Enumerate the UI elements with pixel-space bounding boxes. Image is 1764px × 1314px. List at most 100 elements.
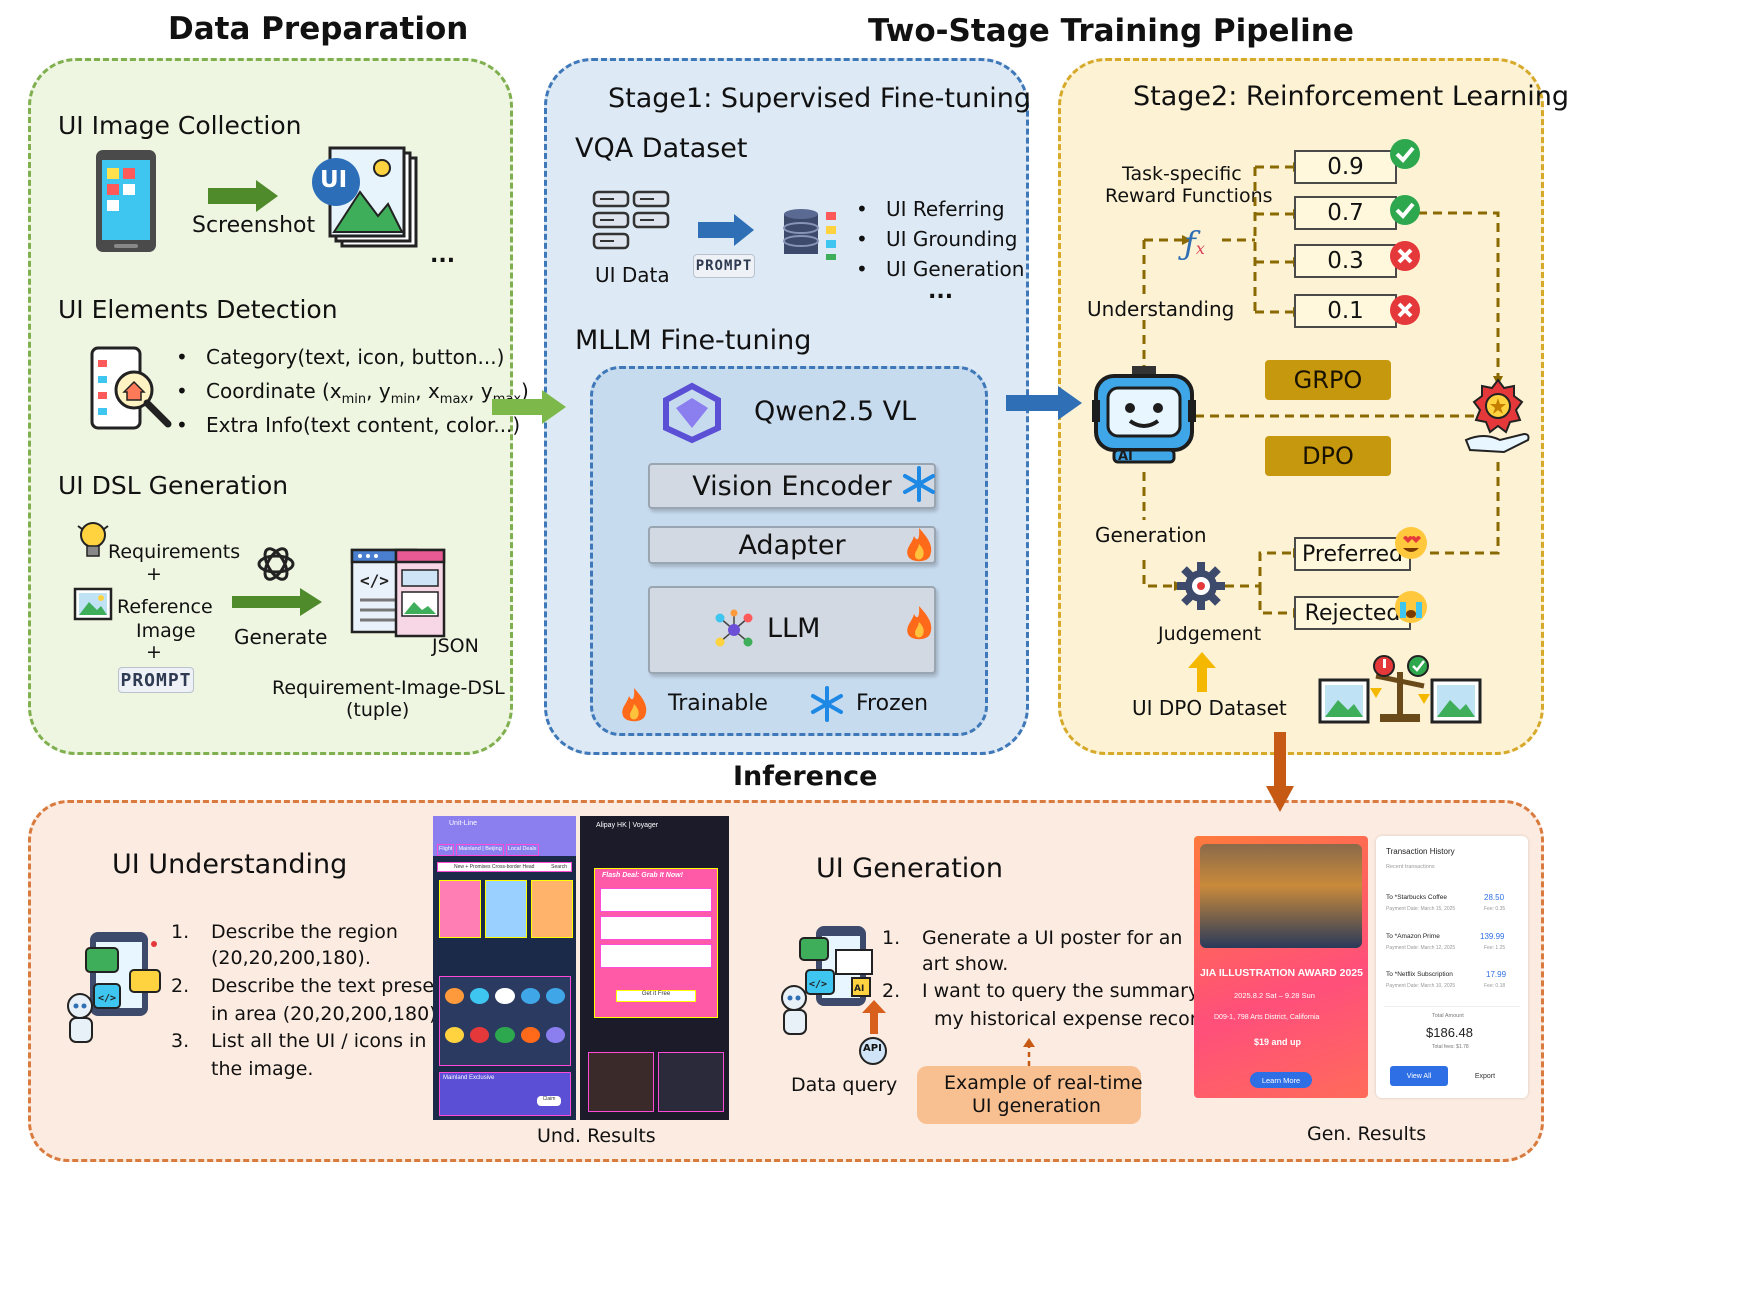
- gen-item-1-line2: art show.: [922, 953, 1009, 975]
- reward-function-icon: ƒx: [1184, 224, 1205, 262]
- und-result-screen-left: Unit-Line Flight Mainland | Beijing Loca…: [433, 816, 576, 1120]
- ui-generation-title: UI Generation: [816, 853, 1003, 884]
- ui-image-collection-title: UI Image Collection: [58, 111, 302, 140]
- plus-2: +: [146, 641, 162, 663]
- deal-item[interactable]: [600, 888, 712, 912]
- screen-search[interactable]: New + Promises Cross-border Head Search: [437, 862, 572, 872]
- txn-row-to: To *Starbucks Coffee: [1386, 894, 1447, 901]
- code-json-icon: </>: [350, 548, 446, 638]
- txn-row-fee: Fee: 1.25: [1484, 945, 1506, 951]
- vision-encoder-module: Vision Encoder: [648, 463, 936, 509]
- generation-label: Generation: [1095, 523, 1207, 547]
- understanding-phone-icon: </>: [67, 932, 161, 1043]
- total-fees: Total fees: $1.78: [1432, 1044, 1469, 1050]
- txn-row-amount: 17.99: [1486, 970, 1507, 979]
- gen-item-2-line2: my historical expense records.: [934, 1008, 1226, 1030]
- app-icon[interactable]: [545, 1027, 565, 1043]
- ui-badge: UI: [320, 167, 348, 193]
- txn-row-to: To *Amazon Prime: [1386, 933, 1440, 940]
- svg-text:</>: </>: [360, 571, 389, 590]
- task-ui-generation: UI Generation: [886, 257, 1025, 281]
- app-icon[interactable]: [445, 1027, 465, 1043]
- und-result-screen-right: Alipay HK | Voyager Flash Deal: Grab It …: [580, 816, 729, 1120]
- poster-address: D09-1, 798 Arts District, California: [1214, 1014, 1320, 1021]
- image-label: Image: [136, 620, 196, 642]
- ui-dpo-dataset-label: UI DPO Dataset: [1132, 696, 1287, 720]
- detection-category: Category(text, icon, button...): [206, 345, 505, 369]
- screenshot-arrow: [208, 180, 278, 212]
- txn-row-amount: 28.50: [1484, 893, 1505, 902]
- und-item-3-line1: List all the UI / icons in: [211, 1030, 427, 1052]
- txn-row-date: Payment Date: March 15, 2025: [1386, 906, 1456, 912]
- example-line1: Example of real-time: [944, 1072, 1143, 1094]
- generation-phone-icon: </> AI: [781, 926, 873, 1035]
- data-query-label: Data query: [791, 1074, 898, 1096]
- openai-logo-icon: [257, 547, 295, 581]
- deal-item[interactable]: [600, 944, 712, 968]
- view-all-button[interactable]: View All: [1390, 1066, 1448, 1086]
- poster-price: $19 and up: [1254, 1037, 1302, 1047]
- history-subtitle: Recent transactions: [1386, 864, 1435, 870]
- screen-tile[interactable]: [588, 1052, 654, 1112]
- app-icon[interactable]: [545, 988, 565, 1004]
- export-button[interactable]: Export: [1474, 1072, 1496, 1080]
- dpo-box: DPO: [1265, 436, 1391, 476]
- und-item-1-line1: Describe the region: [211, 921, 398, 943]
- screen-tab[interactable]: Local Deals: [505, 844, 539, 856]
- screen-exclusive-card: [439, 1072, 571, 1116]
- robot-icon: [1092, 366, 1196, 464]
- tuple-label-line2: (tuple): [346, 699, 410, 721]
- preferred-box: Preferred: [1294, 537, 1411, 571]
- ui-dsl-generation-title: UI DSL Generation: [58, 471, 289, 500]
- judgement-label: Judgement: [1158, 623, 1262, 645]
- screen-card[interactable]: [439, 880, 481, 938]
- prompt-tag: PROMPT: [118, 667, 194, 693]
- qwen-logo-icon: [663, 382, 721, 444]
- txn-row-date: Payment Date: March 10, 2025: [1386, 983, 1456, 989]
- txn-row-date: Payment Date: March 12, 2025: [1386, 945, 1456, 951]
- screen-claim-button[interactable]: Claim: [537, 1096, 561, 1106]
- reward-medal-icon: [1464, 378, 1530, 454]
- data-preparation-title: Data Preparation: [168, 11, 469, 47]
- screen-card[interactable]: [531, 880, 573, 938]
- screen-tab[interactable]: Flight: [437, 844, 455, 856]
- legend-trainable: Trainable: [668, 691, 768, 716]
- cross-icon: [1390, 241, 1420, 271]
- api-up-arrow-icon: [862, 1000, 886, 1034]
- poster-photo: [1200, 844, 1362, 948]
- und-item-2-line2: in area (20,20,200,180).: [211, 1003, 443, 1025]
- app-icon[interactable]: [520, 988, 540, 1004]
- check-icon: [1390, 195, 1420, 225]
- deal-item[interactable]: [600, 916, 712, 940]
- history-divider: [1384, 1006, 1520, 1007]
- judgement-gear-icon: [1177, 562, 1225, 610]
- app-icon[interactable]: [495, 1027, 515, 1043]
- app-icon[interactable]: [520, 1027, 540, 1043]
- balance-scale-comparison-icon: [1318, 655, 1482, 724]
- score-3: 0.1: [1294, 294, 1397, 328]
- detection-magnifier-icon: [90, 346, 172, 430]
- detection-coordinate: Coordinate (xmin, ymin, xmax, ymax): [206, 379, 529, 407]
- poster-title: JIA ILLUSTRATION AWARD 2025: [1200, 967, 1363, 979]
- task-ui-referring: UI Referring: [886, 197, 1005, 221]
- reference-image-icon: [73, 587, 113, 621]
- vqa-dataset-title: VQA Dataset: [575, 133, 748, 164]
- app-icon[interactable]: [495, 988, 515, 1004]
- screen-tile[interactable]: [658, 1052, 724, 1112]
- rejected-box: Rejected: [1294, 596, 1411, 630]
- poster-learn-more-button[interactable]: Learn More: [1250, 1072, 1312, 1088]
- reference-label: Reference: [117, 596, 213, 618]
- screen-tab[interactable]: Mainland | Beijing: [456, 844, 504, 856]
- ui-elements-detection-title: UI Elements Detection: [58, 295, 338, 324]
- get-free-button[interactable]: Get it Free: [616, 990, 696, 1002]
- stage1-prompt-tag: PROMPT: [693, 254, 755, 278]
- robot-ai-badge: AI: [1118, 449, 1133, 464]
- app-icon[interactable]: [445, 988, 465, 1004]
- app-icon[interactable]: [470, 1027, 490, 1043]
- und-item-3-num: 3.: [171, 1030, 190, 1052]
- app-icon[interactable]: [470, 988, 490, 1004]
- task-ellipsis: ...: [928, 279, 954, 304]
- stage2-title: Stage2: Reinforcement Learning: [1133, 81, 1570, 112]
- svg-text:</>: </>: [809, 979, 827, 990]
- screen-card[interactable]: [485, 880, 527, 938]
